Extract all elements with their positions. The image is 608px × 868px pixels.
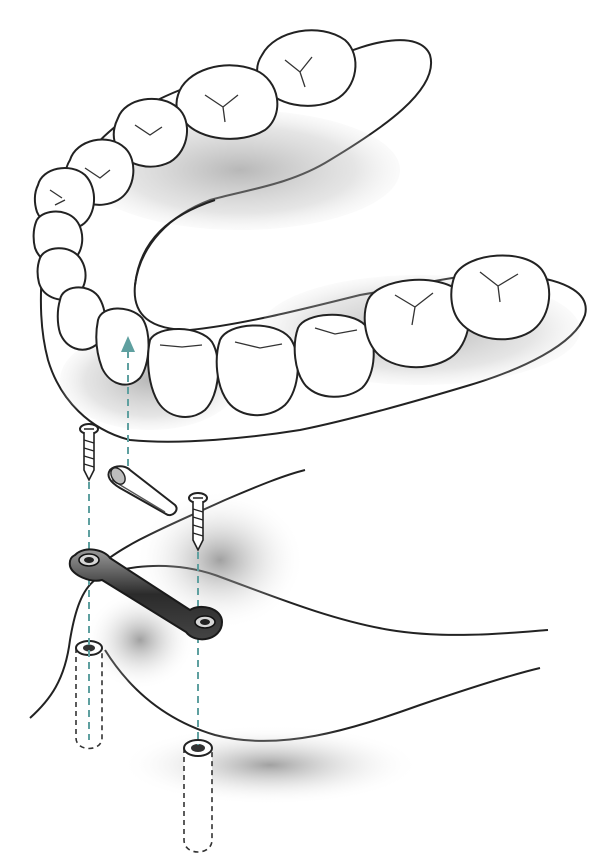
right-implant [184, 740, 212, 852]
tooth-premolar-front-2 [295, 315, 374, 397]
edentulous-mandible [30, 470, 548, 805]
jaw-shade-lower [120, 725, 420, 805]
left-screw [80, 424, 98, 480]
retention-clip [108, 465, 177, 515]
tooth-incisor-lateral [96, 308, 148, 384]
tooth-molar-2 [176, 65, 277, 139]
overdenture-arch [34, 30, 586, 441]
tooth-premolar-front-1 [217, 325, 298, 415]
left-implant [76, 641, 102, 749]
tooth-canine-front [148, 329, 218, 417]
tooth-molar-front-2 [451, 255, 549, 339]
